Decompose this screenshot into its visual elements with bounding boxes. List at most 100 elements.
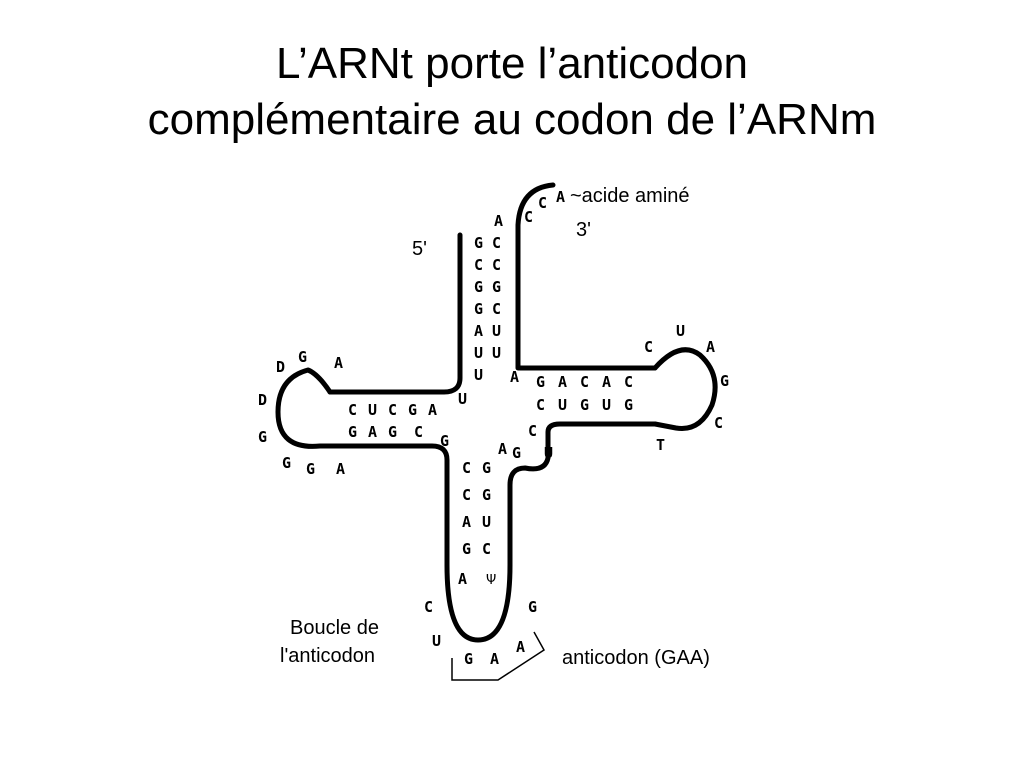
base: A bbox=[428, 401, 437, 419]
strand-5-prime bbox=[327, 232, 463, 395]
base: C bbox=[348, 401, 357, 419]
base: U bbox=[368, 401, 377, 419]
anticodon-label: anticodon (GAA) bbox=[562, 647, 710, 669]
base: C bbox=[492, 234, 501, 252]
anticodon-loop-label-2: l'anticodon bbox=[280, 645, 375, 667]
base: G bbox=[528, 598, 537, 616]
base: U bbox=[602, 396, 611, 414]
base: C bbox=[524, 208, 533, 226]
title-line-2: complémentaire au codon de l’ARNm bbox=[147, 95, 877, 144]
base: A bbox=[516, 638, 525, 656]
base: G bbox=[282, 454, 291, 472]
anticodon-loop bbox=[444, 421, 658, 643]
base: C bbox=[424, 598, 433, 616]
base: A bbox=[462, 513, 471, 531]
t-loop-bases: C U A G C T bbox=[644, 322, 729, 454]
base: G bbox=[474, 234, 483, 252]
base: G bbox=[348, 423, 357, 441]
base: D bbox=[258, 391, 267, 409]
base: G bbox=[440, 432, 449, 450]
base: G bbox=[258, 428, 267, 446]
d-loop-bases: D G A D G G G A bbox=[258, 348, 345, 478]
base: C bbox=[474, 256, 483, 274]
base: G bbox=[512, 444, 521, 462]
base: A bbox=[458, 570, 467, 588]
base: T bbox=[656, 436, 665, 454]
base: C bbox=[536, 396, 545, 414]
base: G bbox=[462, 540, 471, 558]
base: A bbox=[706, 338, 715, 356]
base: D bbox=[276, 358, 285, 376]
base: U bbox=[474, 344, 483, 362]
base: C bbox=[538, 194, 547, 212]
base: G bbox=[536, 373, 545, 391]
base: A bbox=[368, 423, 377, 441]
acceptor-tail: C C A bbox=[524, 188, 565, 226]
d-loop bbox=[275, 367, 450, 568]
base: A bbox=[558, 373, 567, 391]
base: C bbox=[492, 300, 501, 318]
slide-title: L’ARNt porte l’anticodon complémentaire … bbox=[0, 36, 1024, 148]
strand-3-prime bbox=[515, 182, 658, 371]
base: G bbox=[624, 396, 633, 414]
base: C bbox=[492, 256, 501, 274]
base: C bbox=[414, 423, 423, 441]
base: A bbox=[474, 322, 483, 340]
base: A bbox=[602, 373, 611, 391]
base: G bbox=[474, 278, 483, 296]
base: U bbox=[482, 513, 491, 531]
base: C bbox=[580, 373, 589, 391]
base: C bbox=[714, 414, 723, 432]
base: G bbox=[464, 650, 473, 668]
anticodon-stem: C C A G G G U C bbox=[462, 459, 491, 558]
label-5-prime: 5' bbox=[412, 238, 427, 260]
base: G bbox=[482, 459, 491, 477]
base: G bbox=[580, 396, 589, 414]
anticodon-loop-label-1: Boucle de bbox=[290, 617, 379, 639]
base: U bbox=[474, 366, 483, 384]
base: C bbox=[388, 401, 397, 419]
base: G bbox=[492, 278, 501, 296]
base: C bbox=[462, 486, 471, 504]
label-3-prime: 3' bbox=[576, 219, 591, 241]
base: Ψ bbox=[486, 573, 496, 588]
base: A bbox=[494, 212, 503, 230]
acceptor-stem-5: G C G G A U U bbox=[474, 234, 483, 384]
base: C bbox=[644, 338, 653, 356]
d-stem: C U C G A G A G C bbox=[348, 401, 437, 441]
anticodon-loop-bases: A C U G A A G Ψ bbox=[424, 570, 537, 668]
t-loop bbox=[652, 347, 718, 432]
base: U bbox=[492, 322, 501, 340]
base: G bbox=[474, 300, 483, 318]
base: C bbox=[528, 422, 537, 440]
acceptor-stem-3: A C C G C U U A bbox=[492, 212, 503, 362]
base: U bbox=[676, 322, 685, 340]
base: A bbox=[336, 460, 345, 478]
base: G bbox=[306, 460, 315, 478]
base: G bbox=[720, 372, 729, 390]
anticodon-bracket bbox=[451, 631, 545, 681]
base: G bbox=[482, 486, 491, 504]
base: U bbox=[432, 632, 441, 650]
base: G bbox=[388, 423, 397, 441]
base: G bbox=[298, 348, 307, 366]
t-stem: G A C A C C U G U G bbox=[536, 373, 633, 414]
base: A bbox=[556, 188, 565, 206]
base: C bbox=[624, 373, 633, 391]
title-line-1: L’ARNt porte l’anticodon bbox=[275, 39, 749, 88]
base: U bbox=[492, 344, 501, 362]
variable-region: C A G U bbox=[498, 422, 553, 462]
base: U bbox=[558, 396, 567, 414]
base: A bbox=[490, 650, 499, 668]
trna-backbone bbox=[275, 182, 718, 643]
base: A bbox=[510, 368, 519, 386]
base: U bbox=[544, 444, 553, 462]
base: U bbox=[458, 390, 467, 408]
base: C bbox=[462, 459, 471, 477]
junction-bases: U A G bbox=[440, 368, 519, 450]
base: C bbox=[482, 540, 491, 558]
base: A bbox=[334, 354, 343, 372]
base: G bbox=[408, 401, 417, 419]
label-amino-acid: ~acide aminé bbox=[570, 185, 690, 207]
